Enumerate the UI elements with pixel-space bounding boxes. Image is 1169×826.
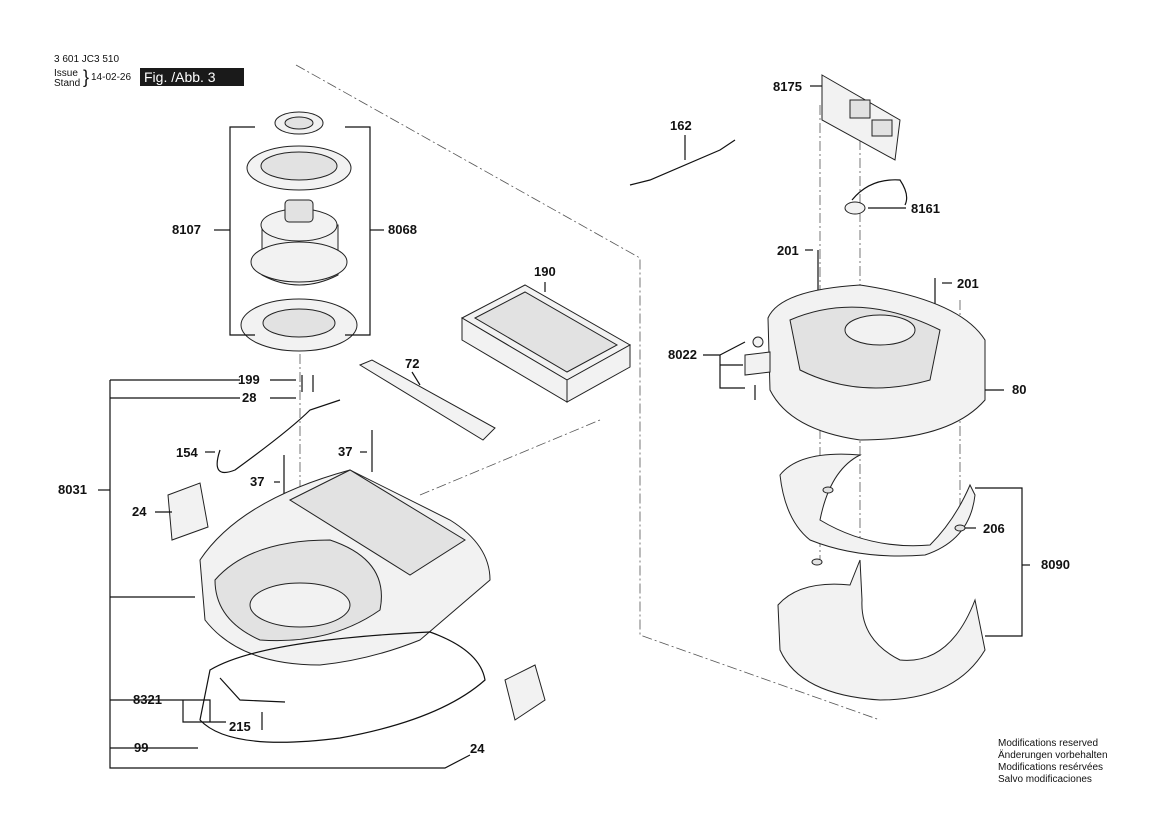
motor-assembly xyxy=(240,111,358,352)
note-es: Salvo modificaciones xyxy=(998,774,1092,785)
baffle-part xyxy=(779,453,976,557)
part-number: 3 601 JC3 510 xyxy=(54,54,120,65)
callout-80: 80 xyxy=(1012,382,1027,397)
circuit-board xyxy=(821,74,901,161)
note-fr: Modifications resérvées xyxy=(998,762,1104,773)
callout-72: 72 xyxy=(405,356,420,371)
callout-8175: 8175 xyxy=(773,79,802,94)
seal-ring xyxy=(199,631,486,743)
callout-37-right: 37 xyxy=(338,444,353,459)
motor-head-part xyxy=(767,284,986,441)
callout-99: 99 xyxy=(134,740,149,755)
callout-201-right: 201 xyxy=(957,276,979,291)
baffle-part-2 xyxy=(777,559,986,701)
callout-8161: 8161 xyxy=(911,201,940,216)
callout-201-left: 201 xyxy=(777,243,799,258)
callout-24-left: 24 xyxy=(132,504,147,519)
callout-8090: 8090 xyxy=(1041,557,1070,572)
latch-part xyxy=(167,482,209,541)
bar-part xyxy=(358,359,496,441)
modification-notes: Modifications reserved Änderungen vorbeh… xyxy=(998,738,1108,786)
issue-label: Issue xyxy=(54,68,78,79)
callout-199: 199 xyxy=(238,372,260,387)
callout-24-bottom: 24 xyxy=(470,741,485,756)
note-de: Änderungen vorbehalten xyxy=(998,750,1108,761)
brace: } xyxy=(83,67,90,87)
filter-part xyxy=(460,284,632,403)
clip-part xyxy=(219,677,286,703)
callout-8107: 8107 xyxy=(172,222,201,237)
callout-8321: 8321 xyxy=(133,692,162,707)
callout-206: 206 xyxy=(983,521,1005,536)
callout-37-left: 37 xyxy=(250,474,265,489)
callout-154: 154 xyxy=(176,445,198,460)
callout-190: 190 xyxy=(534,264,556,279)
note-en: Modifications reserved xyxy=(998,738,1099,749)
callout-215: 215 xyxy=(229,719,251,734)
figure-label: Fig. /Abb. 3 xyxy=(140,68,244,86)
housing-part xyxy=(199,469,491,666)
callout-8068: 8068 xyxy=(388,222,417,237)
callout-8022: 8022 xyxy=(668,347,697,362)
callout-162: 162 xyxy=(670,118,692,133)
latch-part-2 xyxy=(504,664,546,721)
sensor-part xyxy=(844,201,866,215)
callout-8031: 8031 xyxy=(58,482,87,497)
callout-28: 28 xyxy=(242,390,257,405)
cable-part xyxy=(629,139,736,186)
stand-label: Stand xyxy=(54,78,81,89)
issue-date: 14-02-26 xyxy=(91,72,132,83)
